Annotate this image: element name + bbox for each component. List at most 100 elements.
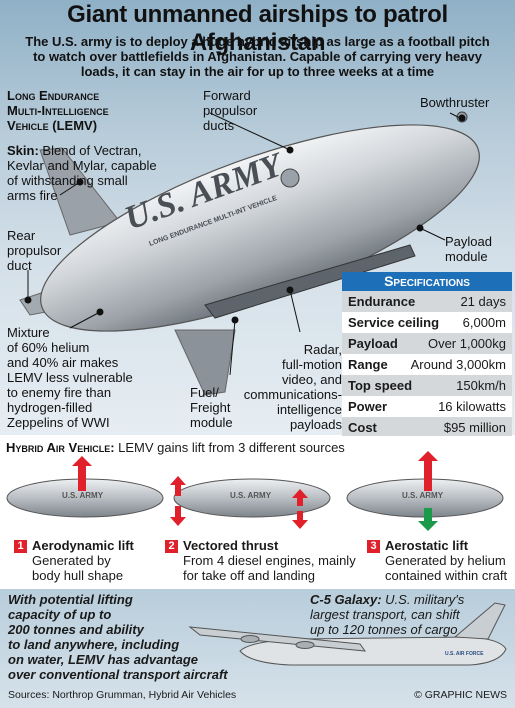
c5-engine-1 (240, 635, 260, 643)
radar-line5: intelligence (276, 402, 342, 417)
payload-line2: module (445, 249, 488, 264)
spec-value: Over 1,000kg (427, 336, 506, 351)
payload-module-shape (204, 244, 416, 319)
lift-3-desc-line1: Generated by helium (385, 553, 506, 568)
lift-2-desc-line1: From 4 diesel engines, mainly (183, 553, 356, 568)
radar-line3: video, and (282, 372, 342, 387)
spec-value: Around 3,000km (410, 357, 506, 372)
lift-3-number: 3 (367, 540, 380, 553)
rear-line3: duct (7, 258, 32, 273)
airship-panel: Giant unmanned airships to patrol Afghan… (0, 0, 515, 438)
intro-text: The U.S. army is to deploy a huge hybrid… (25, 34, 490, 79)
lift-2-desc-line2: for take off and landing (183, 568, 316, 583)
spec-row: Endurance 21 days (342, 291, 512, 312)
c5-title: C-5 Galaxy: (310, 592, 382, 607)
radar-line1: Radar, (303, 342, 342, 357)
mixture-line1: Mixture (7, 325, 50, 340)
lift-3-desc-line2: contained within craft (385, 568, 508, 583)
lift-3-title: Aerostatic lift (385, 538, 469, 553)
spec-key: Cost (348, 420, 377, 435)
adv-line6: over conventional transport aircraft (8, 667, 228, 682)
spec-key: Endurance (348, 294, 416, 309)
fuel-line1: Fuel/ (190, 385, 219, 400)
spec-value: 150km/h (456, 378, 506, 393)
mini-airship-2 (173, 478, 331, 518)
comparison-panel: With potential lifting capacity of up to… (0, 589, 515, 708)
hybrid-title-label: Hybrid Air Vehicle: (6, 440, 115, 455)
forward-line1: Forward (203, 88, 251, 103)
skin-line4: arms fire (7, 188, 58, 203)
adv-line1: With potential lifting (8, 592, 133, 607)
adv-line2: capacity of up to (8, 607, 112, 622)
spec-key: Top speed (348, 378, 413, 393)
airship-illustration: U.S. ARMY LONG ENDURANCE MULTI-INT VEHIC… (19, 111, 480, 396)
forward-ducts-callout: Forward propulsor ducts (203, 88, 257, 133)
sources-text: Sources: Northrop Grumman, Hybrid Air Ve… (8, 689, 237, 701)
spec-value: 21 days (460, 294, 506, 309)
skin-label: Skin: (7, 143, 39, 158)
adv-line4: to land anywhere, including (8, 637, 180, 652)
aerostatic-arrow (418, 451, 438, 491)
skin-line2: Kevlar and Mylar, capable (7, 158, 157, 173)
c5-engine-2 (295, 641, 315, 649)
radar-line6: payloads (289, 417, 342, 432)
c5-line2: largest transport, can shift (310, 607, 460, 622)
hybrid-title: Hybrid Air Vehicle: LEMV gains lift from… (6, 440, 345, 455)
gravity-arrow (418, 508, 438, 531)
radar-line4: communications- (243, 387, 342, 402)
adv-line3: 200 tonnes and ability (8, 622, 144, 637)
lower-tail-fin (174, 329, 236, 396)
lift-2-title: Vectored thrust (183, 538, 279, 553)
aerodynamic-arrow (72, 456, 92, 491)
upper-tail-fin (39, 147, 121, 236)
fuel-freight-callout: Fuel/ Freight module (190, 385, 233, 430)
forward-line2: propulsor (203, 103, 258, 118)
mixture-line7: Zeppelins of WWI (7, 415, 110, 430)
headline: Giant unmanned airships to patrol Afghan… (67, 1, 448, 56)
fuel-line2: Freight (190, 400, 231, 415)
spec-key: Range (348, 357, 388, 372)
rear-line1: Rear (7, 228, 36, 243)
lift-3-desc: Generated by helium contained within cra… (385, 553, 507, 583)
mixture-callout: Mixture of 60% helium and 40% air makes … (7, 325, 133, 430)
spec-value: $95 million (443, 420, 506, 435)
mini-hull-text-2: U.S. ARMY (230, 491, 272, 500)
lift-diagrams: U.S. ARMY U.S. ARMY U.S. ARMY (6, 451, 504, 531)
vehicle-name-line2: Multi-Intelligence (7, 103, 109, 118)
radar-line2: full-motion (282, 357, 342, 372)
bowthruster-callout: Bowthruster (420, 95, 490, 110)
c5-tail (453, 602, 506, 640)
skin-line3: of withstanding small (7, 173, 128, 188)
hybrid-subtitle: LEMV gains lift from 3 different sources (118, 440, 345, 455)
payload-line1: Payload (445, 234, 492, 249)
c5-fuselage-text: U.S. AIR FORCE (445, 651, 484, 657)
spec-row: Top speed 150km/h (342, 375, 512, 396)
vehicle-name-line3: Vehicle (LEMV) (7, 118, 98, 133)
skin-line1: Blend of Vectran, (42, 143, 142, 158)
thrust-arrow-down-right (292, 511, 308, 529)
rear-duct-callout: Rear propulsor duct (7, 228, 61, 273)
mixture-line5: to enemy fire than (7, 385, 112, 400)
vehicle-name: Long Endurance Multi-Intelligence Vehicl… (7, 88, 109, 133)
mini-hull-text-3: U.S. ARMY (402, 491, 444, 500)
thrust-arrow-down-left (170, 506, 186, 526)
thrust-arrow-up-left (170, 476, 186, 496)
mixture-line3: and 40% air makes (7, 355, 119, 370)
mixture-line4: LEMV less vulnerable (7, 370, 133, 385)
hybrid-air-vehicle-panel: Hybrid Air Vehicle: LEMV gains lift from… (0, 436, 515, 589)
adv-line5: on water, LEMV has advantage (8, 652, 198, 667)
mixture-line2: of 60% helium (7, 340, 90, 355)
rear-line2: propulsor (7, 243, 62, 258)
vehicle-name-line1: Long Endurance (7, 88, 100, 103)
credit-text: © GRAPHIC NEWS (414, 689, 507, 701)
mini-hull-text-1: U.S. ARMY (62, 491, 104, 500)
fuel-line3: module (190, 415, 233, 430)
lift-2-desc: From 4 diesel engines, mainly for take o… (183, 553, 356, 583)
spec-key: Power (348, 399, 388, 414)
c5-galaxy-illustration: U.S. AIR FORCE (188, 602, 507, 666)
spec-row: Cost $95 million (342, 417, 512, 438)
radar-callout: Radar, full-motion video, and communicat… (232, 342, 342, 432)
